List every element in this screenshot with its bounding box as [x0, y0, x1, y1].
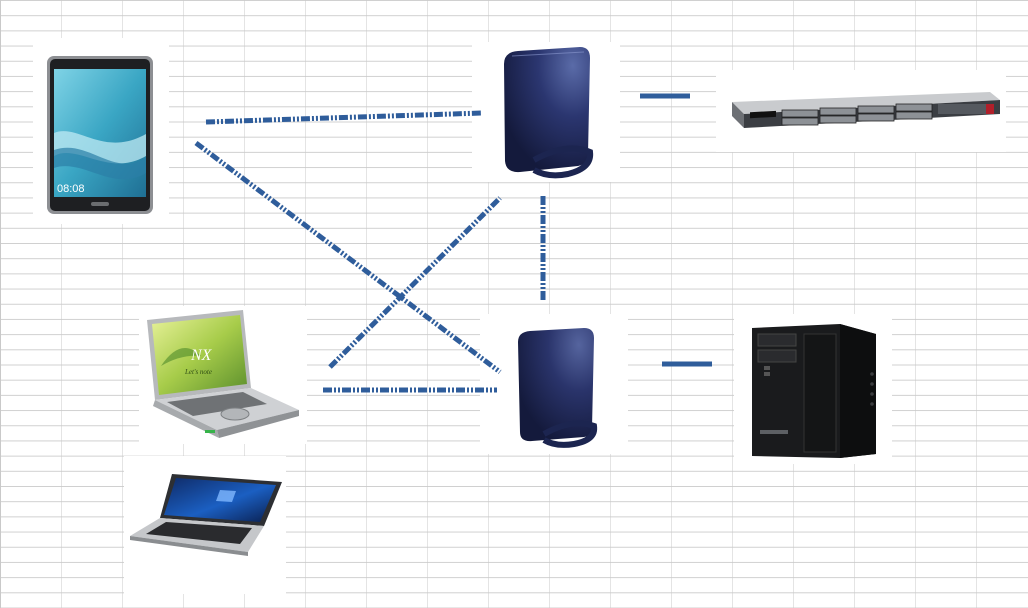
- laptop-screen-brand: Let's note: [184, 368, 212, 376]
- rack-server-icon: [732, 92, 1000, 128]
- tablet-card: 08:08: [33, 38, 169, 224]
- laptop-icon: NX Let's note: [147, 310, 299, 438]
- wifi-router-icon: [504, 47, 594, 179]
- server-card: [716, 70, 1006, 152]
- router-bottom-card: [480, 314, 628, 454]
- mini-laptop-icon: [130, 474, 282, 556]
- tablet-icon: 08:08: [47, 56, 153, 214]
- laptop-screen-logo: NX: [190, 347, 213, 364]
- router-top-card: [472, 42, 620, 182]
- desktop-card: [734, 314, 892, 464]
- desktop-tower-icon: [752, 324, 876, 458]
- laptop-card: NX Let's note: [139, 306, 307, 444]
- tablet-clock: 08:08: [57, 183, 85, 195]
- mini-laptop-card: [124, 456, 286, 594]
- wireless-link-laptop-router-top: [328, 196, 502, 369]
- wifi-router-icon: [518, 328, 598, 448]
- wireless-link-tablet-router-top: [205, 110, 483, 125]
